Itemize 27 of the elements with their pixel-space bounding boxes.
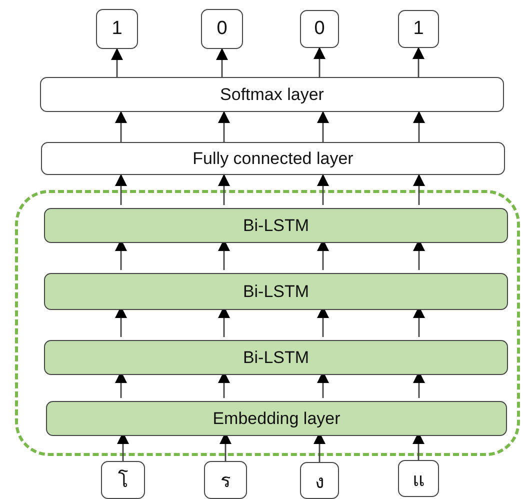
arrow bbox=[115, 174, 127, 205]
arrow bbox=[412, 47, 424, 77]
layer-box: Fully connected layer bbox=[41, 142, 505, 175]
output-box: 0 bbox=[300, 10, 339, 48]
arrow bbox=[413, 174, 425, 205]
input-box: แ bbox=[398, 460, 439, 497]
output-box: 1 bbox=[96, 9, 138, 49]
input-box: โ bbox=[101, 461, 145, 499]
arrow bbox=[218, 111, 230, 142]
layer-box: Bi-LSTM bbox=[44, 340, 508, 375]
arrow bbox=[216, 48, 228, 77]
arrow bbox=[115, 111, 127, 142]
arrow bbox=[314, 47, 326, 77]
output-box: 0 bbox=[201, 9, 243, 49]
layer-box: Softmax layer bbox=[40, 77, 504, 112]
arrow bbox=[413, 111, 425, 142]
layer-box: Embedding layer bbox=[46, 401, 507, 436]
arrow bbox=[317, 111, 329, 142]
layer-box: Bi-LSTM bbox=[44, 273, 508, 310]
arrow bbox=[111, 48, 123, 77]
arrow bbox=[317, 174, 329, 205]
input-box: ง bbox=[300, 462, 339, 499]
arrow bbox=[218, 174, 230, 205]
output-box: 1 bbox=[398, 10, 439, 48]
dashed-region bbox=[15, 190, 520, 456]
layer-box: Bi-LSTM bbox=[44, 208, 508, 243]
input-box: ร bbox=[204, 461, 247, 499]
